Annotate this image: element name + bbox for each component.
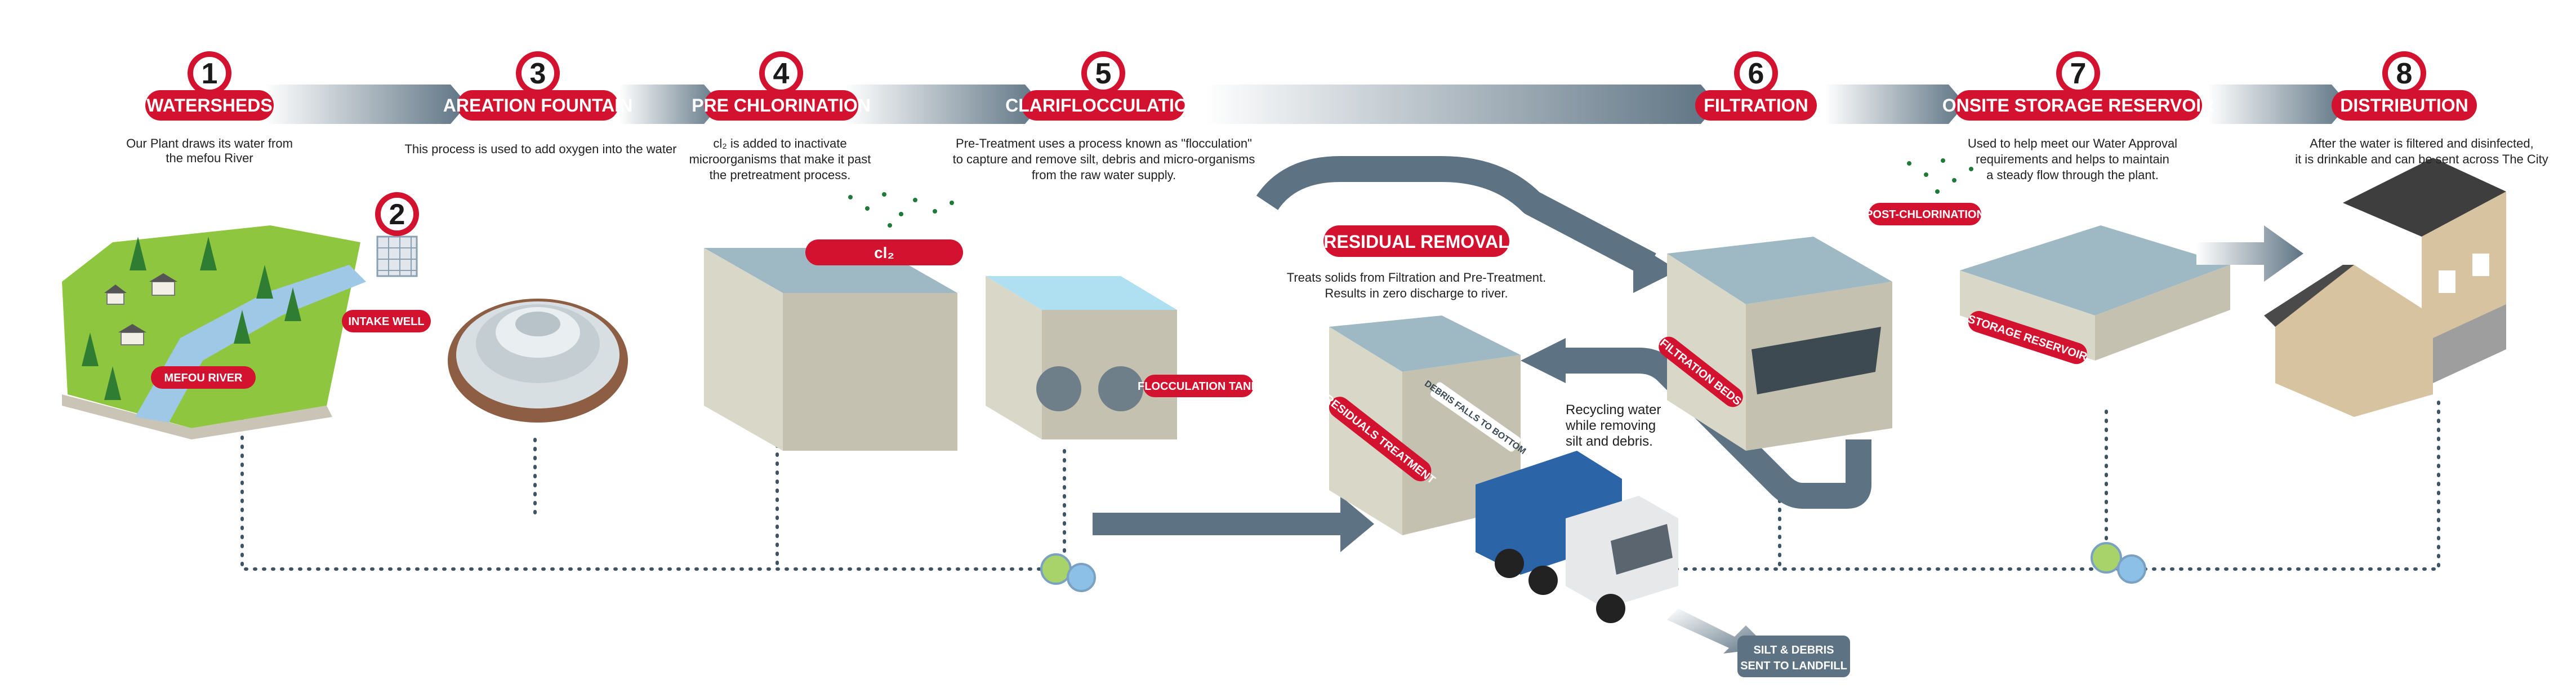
residual-removal-label: RESIDUAL REMOVAL [1323,232,1509,252]
step-3-header: AREATION FOUNTAIN 3 This process is used… [404,51,677,156]
step-8-label: DISTRIBUTION [2340,95,2468,115]
step-8-desc-line-1: After the water is filtered and disinfec… [2310,136,2533,150]
dotted-flow-lines [240,381,2440,571]
step-1-desc-line-2: the mefou River [166,151,253,165]
step-5-desc-line-2: to capture and remove silt, debris and m… [953,152,1255,166]
step-3-label: AREATION FOUNTAIN [443,95,633,115]
recycling-line-2: while removing [1565,418,1656,433]
step-7-desc-line-3: a steady flow through the plant. [1986,168,2159,182]
step-3-number: 3 [530,57,546,90]
step-5-desc-line-1: Pre-Treatment uses a process known as "f… [956,136,1252,150]
aeration-fountain-illustration [448,299,628,423]
step-4-label: PRE CHLORINATION [692,95,871,115]
step-8-number: 8 [2396,57,2413,90]
step-8-header: DISTRIBUTION 8 After the water is filter… [2295,51,2548,166]
step-5-label: CLARIFLOCCULATION [1005,95,1201,115]
step-3-desc-line-1: This process is used to add oxygen into … [404,142,676,156]
step-5-desc-line-3: from the raw water supply. [1032,168,1176,182]
lab-flask-icons [1040,542,2146,592]
watershed-illustration [62,225,418,439]
top-flow-arrows [265,85,2348,124]
step-7-desc-line-1: Used to help meet our Water Approval [1968,136,2177,150]
step-8-desc-line-2: it is drinkable and can be sent across T… [2295,152,2548,166]
recycling-line-3: silt and debris. [1566,434,1653,449]
step-7-desc-line-2: requirements and helps to maintain [1976,152,2169,166]
step-7-label: ONSITE STORAGE RESERVOIR [1942,95,2214,115]
step-6-header: FILTRATION 6 [1695,51,1817,121]
house-illustration [2264,158,2506,417]
cl2-label: cl₂ [874,244,894,261]
step-2-header: 2 INTAKE WELL [342,192,431,332]
step-5-number: 5 [1095,57,1112,90]
step-4-desc-line-3: the pretreatment process. [710,168,851,182]
storage-reservoir-tank [1907,158,2303,361]
step-1-header: WATERSHEDS 1 Our Plant draws its water f… [126,51,293,165]
step-4-desc-line-1: cl₂ is added to inactivate [713,136,846,150]
step-6-label: FILTRATION [1704,95,1808,115]
residual-desc-line-1: Treats solids from Filtration and Pre-Tr… [1287,270,1547,285]
step-5-header: CLARIFLOCCULATION 5 Pre-Treatment uses a… [953,51,1255,182]
silt-debris-line-2: SENT TO LANDFILL [1740,660,1847,672]
silt-debris-line-1: SILT & DEBRIS [1754,644,1834,656]
truck-illustration [1476,451,1678,623]
step-7-header: ONSITE STORAGE RESERVOIR 7 Used to help … [1942,51,2214,182]
step-4-number: 4 [773,57,790,90]
filtration-tank [1667,237,1892,451]
step-4-desc-line-2: microorganisms that make it past [689,152,871,166]
step-1-desc-line-1: Our Plant draws its water from [126,136,293,150]
step-4-header: PRE CHLORINATION 4 cl₂ is added to inact… [689,51,871,182]
recycling-line-1: Recycling water [1566,402,1661,417]
post-chlorination-label: POST-CHLORINATION [1865,208,1985,221]
step-2-number: 2 [389,198,405,231]
step-7-number: 7 [2070,57,2087,90]
step-2-label: INTAKE WELL [348,316,424,328]
step-1-label: WATERSHEDS [146,95,272,115]
step-6-number: 6 [1748,57,1764,90]
pre-chlorination-tank [704,192,957,451]
mefou-river-label: MEFOU RIVER [164,372,243,384]
step-1-number: 1 [202,57,218,90]
flocculation-tank-label: FLOCCULATION TANK [1138,380,1259,393]
residual-desc-line-2: Results in zero discharge to river. [1325,286,1508,300]
flocculation-tank [986,276,1177,439]
